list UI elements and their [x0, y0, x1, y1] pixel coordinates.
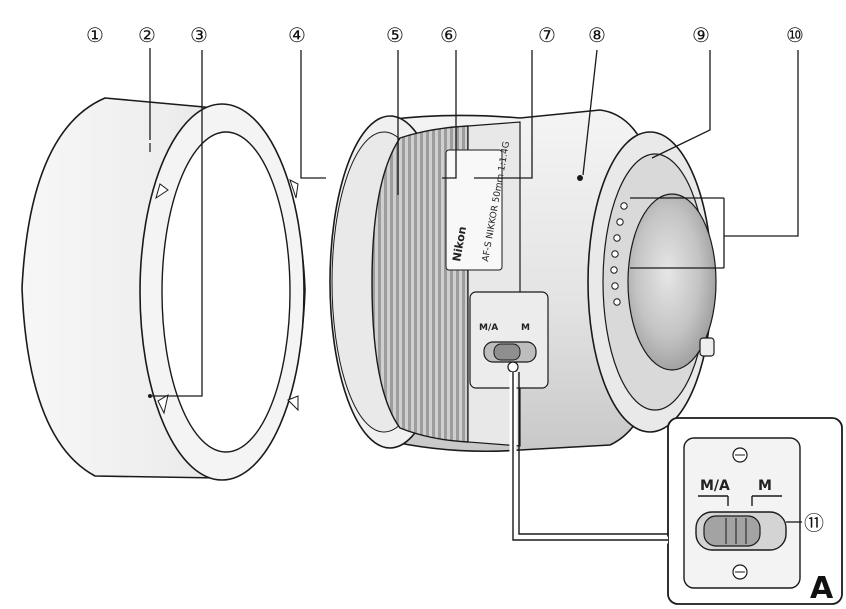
switch-label-manual: M: [521, 323, 530, 333]
lens-brand: Nikon: [450, 225, 469, 262]
callout-10: ⑩: [786, 23, 804, 47]
meter-coupling-lever: [699, 337, 715, 357]
callout-3: ③: [190, 23, 208, 47]
inset-label-manual: M: [758, 478, 772, 494]
callout-5: ⑤: [386, 23, 404, 47]
callout-2: ②: [138, 23, 156, 47]
callout-9: ⑨: [692, 23, 710, 47]
callout-8: ⑧: [588, 23, 606, 47]
inset-letter: A: [810, 571, 834, 606]
callouts: ① ② ③ ④ ⑤ ⑥ ⑦ ⑧ ⑨ ⑩ ⑪: [86, 23, 824, 535]
callout-4: ④: [288, 23, 306, 47]
cpu-contacts: [610, 202, 628, 306]
callout-7: ⑦: [538, 23, 556, 47]
switch-label-auto-manual: M/A: [479, 323, 498, 333]
callout-1: ①: [86, 23, 104, 47]
inset-switch-detail: M/A M A: [667, 417, 843, 606]
callout-11: ⑪: [804, 511, 824, 535]
lens-body: Nikon AF-S NIKKOR 50mm 1:1.4G M/A M: [329, 109, 717, 453]
hood-lock-mark: [148, 394, 152, 398]
lens-hood: [21, 97, 306, 481]
leader-lines: [149, 48, 802, 523]
lens-mounting-mark: [577, 175, 583, 181]
focus-mode-switch: M/A M: [469, 291, 549, 389]
callout-6: ⑥: [440, 23, 458, 47]
inset-connector-line: [512, 372, 668, 541]
inset-label-auto-manual: M/A: [700, 478, 730, 494]
